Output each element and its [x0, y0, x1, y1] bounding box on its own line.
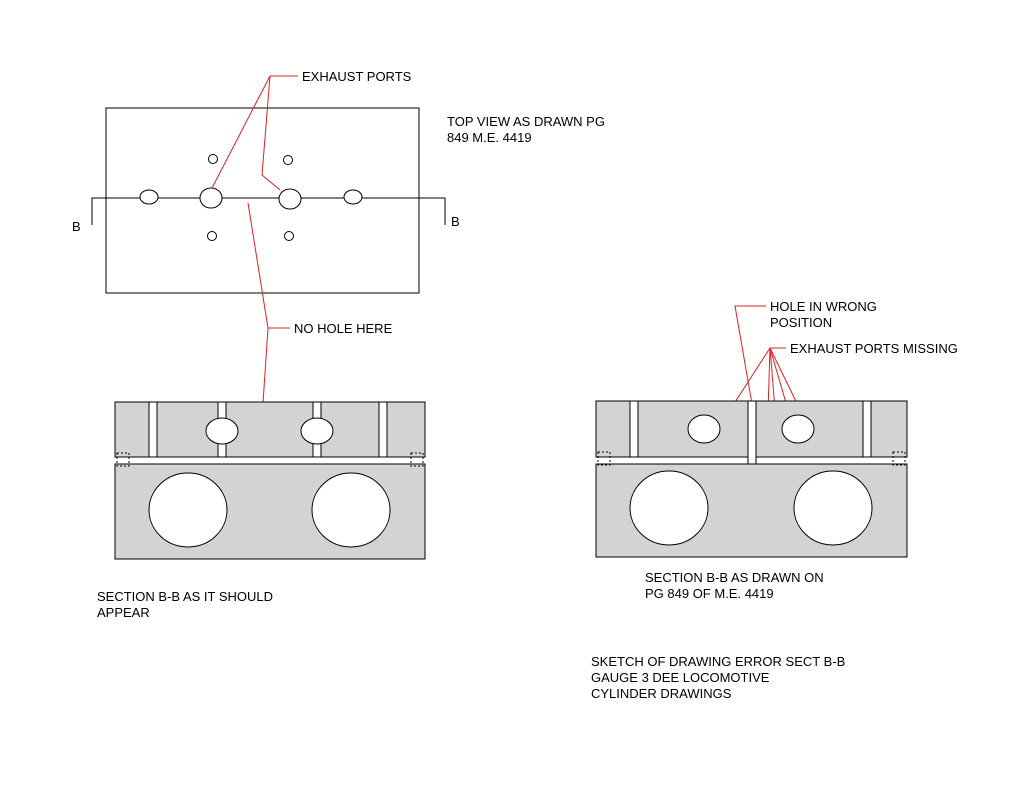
section-drawn-caption: PG 849 OF M.E. 4419: [645, 586, 774, 601]
vertical-passage: [747, 400, 757, 465]
end-port-detail: [892, 451, 906, 466]
top-view-caption: TOP VIEW AS DRAWN PG: [447, 114, 605, 129]
vertical-passage: [862, 400, 872, 458]
cylinder-bore: [148, 472, 228, 548]
end-port-detail: [116, 452, 130, 467]
title-line: SKETCH OF DRAWING ERROR SECT B-B: [591, 654, 845, 669]
exhaust-ports-callout: EXHAUST PORTS: [302, 69, 412, 84]
top-view-exhaust-port: [278, 188, 302, 210]
vertical-passage: [378, 401, 388, 458]
hole-wrong-position-callout: POSITION: [770, 315, 832, 330]
title-line: GAUGE 3 DEE LOCOMOTIVE: [591, 670, 770, 685]
section-correct-caption: APPEAR: [97, 605, 150, 620]
vertical-passage: [148, 401, 158, 458]
top-view-small-hole: [208, 154, 218, 164]
cylinder-bore: [793, 470, 873, 546]
top-view-small-hole: [283, 155, 293, 165]
section-correct-caption: SECTION B-B AS IT SHOULD: [97, 589, 273, 604]
exhaust-port-section: [781, 414, 815, 444]
top-view-small-hole: [284, 231, 294, 241]
section-correct: SECTION B-B AS IT SHOULD APPEAR: [97, 401, 426, 620]
section-line-b-b: [91, 197, 446, 225]
title-block: SKETCH OF DRAWING ERROR SECT B-B GAUGE 3…: [591, 654, 845, 701]
vertical-passage: [629, 400, 639, 458]
section-label-b: B: [72, 219, 81, 234]
top-view-oval-hole: [343, 189, 363, 205]
section-drawn: SECTION B-B AS DRAWN ON PG 849 OF M.E. 4…: [595, 400, 908, 601]
hole-wrong-position-leader: [734, 305, 766, 405]
exhaust-ports-leader: [261, 75, 281, 191]
end-port-detail: [410, 452, 424, 467]
section-drawn-caption: SECTION B-B AS DRAWN ON: [645, 570, 824, 585]
section-upper-block: [114, 401, 426, 458]
exhaust-port-section: [205, 417, 239, 445]
no-hole-here-leader: [247, 202, 290, 419]
exhaust-ports-leader: [211, 75, 298, 189]
exhaust-port-section: [300, 417, 334, 445]
cylinder-bore: [629, 470, 709, 546]
top-view-caption: 849 M.E. 4419: [447, 130, 532, 145]
top-view: B B TOP VIEW AS DRAWN PG 849 M.E. 4419: [72, 107, 605, 294]
top-view-oval-hole: [139, 189, 159, 205]
section-label-b: B: [451, 214, 460, 229]
cylinder-bore: [311, 472, 391, 548]
exhaust-ports-missing-callout: EXHAUST PORTS MISSING: [790, 341, 958, 356]
end-port-detail: [597, 451, 611, 466]
top-view-small-hole: [207, 231, 217, 241]
hole-wrong-position-callout: HOLE IN WRONG: [770, 299, 877, 314]
top-view-exhaust-port: [199, 187, 223, 209]
exhaust-port-section: [687, 414, 721, 444]
no-hole-here-callout: NO HOLE HERE: [294, 321, 393, 336]
title-line: CYLINDER DRAWINGS: [591, 686, 732, 701]
